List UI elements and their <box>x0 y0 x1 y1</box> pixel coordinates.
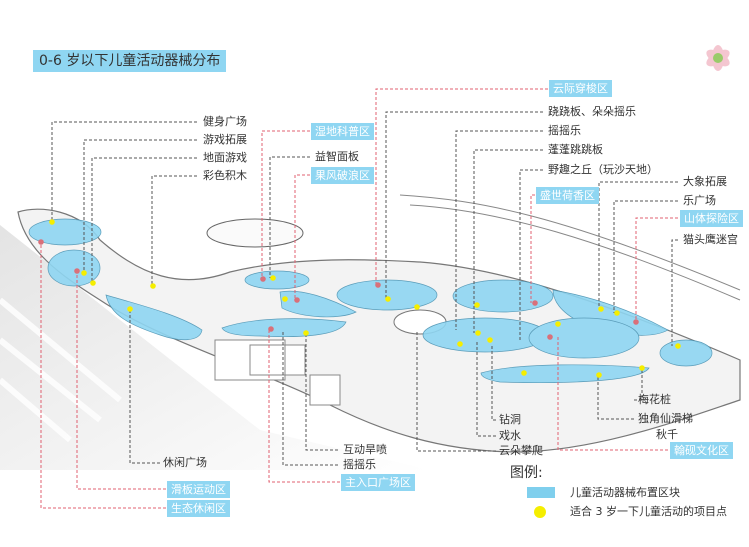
toddler-point <box>555 321 561 327</box>
toddler-point <box>521 370 527 376</box>
toddler-point <box>487 337 493 343</box>
label-rocker-2: 摇摇乐 <box>343 458 376 471</box>
zone-block <box>528 317 640 359</box>
zone-block <box>480 364 650 383</box>
toddler-point <box>49 219 55 225</box>
zone-lotus: 盛世荷香区 <box>536 187 599 204</box>
label-swing: 秋千 <box>656 428 678 441</box>
zone-block <box>659 339 713 367</box>
label-fitness-plaza: 健身广场 <box>203 115 247 128</box>
toddler-point <box>270 275 276 281</box>
legend-point-label: 适合 3 岁一下儿童活动的项目点 <box>570 505 727 518</box>
zone-block <box>452 279 554 313</box>
zone-anchor-point <box>532 300 538 306</box>
label-fun-plaza: 乐广场 <box>683 194 716 207</box>
toddler-point <box>639 365 645 371</box>
legend-title: 图例: <box>510 465 543 481</box>
label-color-blocks: 彩色积木 <box>203 169 247 182</box>
road-stripes <box>0 297 122 443</box>
toddler-point <box>474 302 480 308</box>
label-puzzle-panel: 益智面板 <box>315 150 359 163</box>
zone-block <box>221 318 347 338</box>
toddler-point <box>282 296 288 302</box>
legend-zone-label: 儿童活动器械布置区块 <box>570 486 680 499</box>
zone-anchor-point <box>74 268 80 274</box>
label-plum-posts: 梅花桩 <box>638 393 671 406</box>
legend-zone-swatch <box>527 487 555 498</box>
label-ground-games: 地面游戏 <box>203 151 247 164</box>
label-elephant: 大象拓展 <box>683 175 727 188</box>
zone-wetland: 湿地科普区 <box>311 123 374 140</box>
zone-wave: 果风破浪区 <box>311 167 374 184</box>
zone-block <box>552 289 669 336</box>
legend-point-icon <box>534 506 546 518</box>
stadium <box>206 218 304 248</box>
toddler-point <box>457 341 463 347</box>
ground-shadow <box>0 225 430 470</box>
activity-points <box>38 219 681 378</box>
toddler-point <box>614 310 620 316</box>
label-cloud-climb: 云朵攀爬 <box>499 444 543 457</box>
zone-anchor-point <box>547 334 553 340</box>
zone-anchor-point <box>260 276 266 282</box>
toddler-point <box>81 270 87 276</box>
toddler-point <box>675 343 681 349</box>
zone-eco-leisure: 生态休闲区 <box>167 500 230 517</box>
zone-anchor-point <box>375 282 381 288</box>
label-bounce-board: 蓬蓬跳跳板 <box>548 143 603 156</box>
zone-anchor-point <box>294 297 300 303</box>
zone-mountain: 山体探险区 <box>680 210 743 227</box>
leader-lines-red <box>40 88 678 509</box>
label-water-play: 戏水 <box>499 429 521 442</box>
toddler-point <box>598 306 604 312</box>
park-outline <box>17 208 741 453</box>
toddler-point <box>385 296 391 302</box>
toddler-point <box>90 280 96 286</box>
toddler-point <box>596 372 602 378</box>
label-fountain: 互动旱喷 <box>343 443 387 456</box>
zone-block <box>28 218 102 246</box>
label-seesaw: 跷跷板、朵朵摇乐 <box>548 105 636 118</box>
toddler-point <box>150 283 156 289</box>
zone-block <box>47 249 101 287</box>
toddler-point <box>475 330 481 336</box>
label-game-expansion: 游戏拓展 <box>203 133 247 146</box>
zone-block <box>279 290 357 318</box>
zone-skateboard: 滑板运动区 <box>167 481 230 498</box>
zone-block <box>105 294 203 341</box>
buildings <box>214 339 341 406</box>
label-slide: 独角仙滑梯 <box>638 412 693 425</box>
zone-anchor-point <box>268 326 274 332</box>
activity-zones <box>28 218 713 383</box>
toddler-point <box>127 306 133 312</box>
zone-anchor-point <box>633 319 639 325</box>
zone-block <box>244 270 310 290</box>
label-leisure-plaza: 休闲广场 <box>163 456 207 469</box>
leader-lines <box>51 111 678 466</box>
label-rocker: 摇摇乐 <box>548 124 581 137</box>
lotus-logo-icon <box>706 45 730 71</box>
zone-main-entrance: 主入口广场区 <box>341 474 415 491</box>
zone-anchor-point <box>38 239 44 245</box>
toddler-point <box>414 304 420 310</box>
page-title: 0-6 岁以下儿童活动器械分布 <box>33 50 227 72</box>
zone-block <box>422 317 548 353</box>
label-sand-hill: 野趣之丘（玩沙天地） <box>548 163 658 176</box>
zone-culture: 翰砚文化区 <box>670 442 733 459</box>
label-owl-maze: 猫头鹰迷宫 <box>683 233 738 246</box>
toddler-point <box>303 330 309 336</box>
zone-block <box>336 279 438 311</box>
zone-cloud-shuttle: 云际穿梭区 <box>549 80 612 97</box>
label-tunnel: 钻洞 <box>499 413 521 426</box>
outer-road <box>399 194 741 301</box>
